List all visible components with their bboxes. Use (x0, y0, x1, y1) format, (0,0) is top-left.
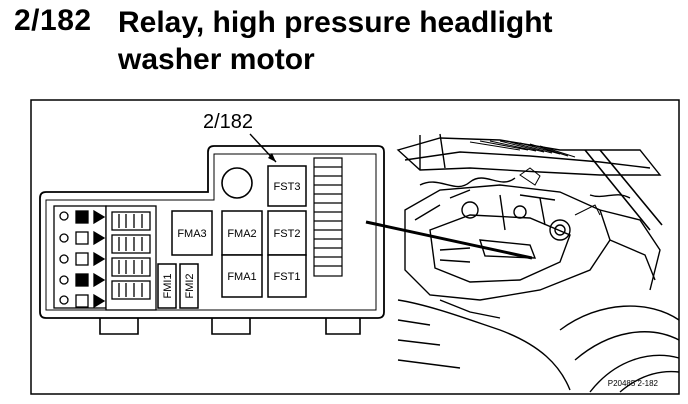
relay-box-outline (39, 145, 385, 335)
figure-reference: 2/182 (14, 4, 92, 37)
fuse-slots (105, 205, 157, 311)
label-fma3: FMA3 (177, 228, 206, 240)
label-fmi1: FMI1 (162, 273, 174, 298)
label-fma2: FMA2 (227, 228, 256, 240)
figure-code: P20485 2-182 (608, 379, 659, 388)
title-line-1: Relay, high pressure headlight (118, 6, 553, 39)
label-fst2: FST2 (274, 228, 301, 240)
callout-label: 2/182 (203, 111, 253, 133)
relay-fmi2 (179, 263, 199, 309)
round-cap-icon (221, 167, 253, 199)
relay-fma2 (221, 210, 263, 256)
page-title: Relay, high pressure headlight washer mo… (118, 4, 553, 78)
relay-fst2 (267, 210, 307, 256)
label-fst3: FST3 (274, 181, 301, 193)
engine-bay-illustration (396, 133, 680, 393)
label-fma1: FMA1 (227, 271, 256, 283)
relay-fmi1 (157, 263, 177, 309)
location-pointer (365, 220, 533, 260)
title-line-2: washer motor (118, 43, 315, 76)
relay-fma1 (221, 254, 263, 298)
label-fst1: FST1 (274, 271, 301, 283)
fuse-strip (313, 157, 343, 277)
relay-fst3 (267, 165, 307, 207)
callout-arrowhead-icon (268, 153, 276, 162)
relay-fst1 (267, 254, 307, 298)
relay-fma3 (171, 210, 213, 256)
label-fmi2: FMI2 (184, 273, 196, 298)
